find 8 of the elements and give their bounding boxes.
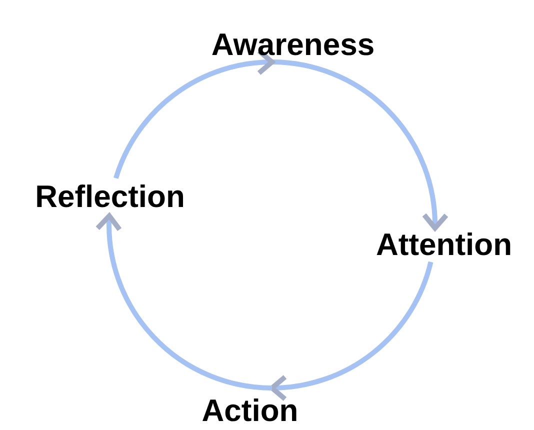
stage-label: Action <box>202 394 298 428</box>
cycle-arrow <box>114 49 274 180</box>
cycle-arrow <box>270 261 434 401</box>
stage-label: Reflection <box>35 180 185 214</box>
stage-label: Attention <box>376 228 512 262</box>
cycle-arrow <box>272 60 448 231</box>
stage-label: Awareness <box>211 28 375 62</box>
cycle-arrow <box>96 213 272 390</box>
